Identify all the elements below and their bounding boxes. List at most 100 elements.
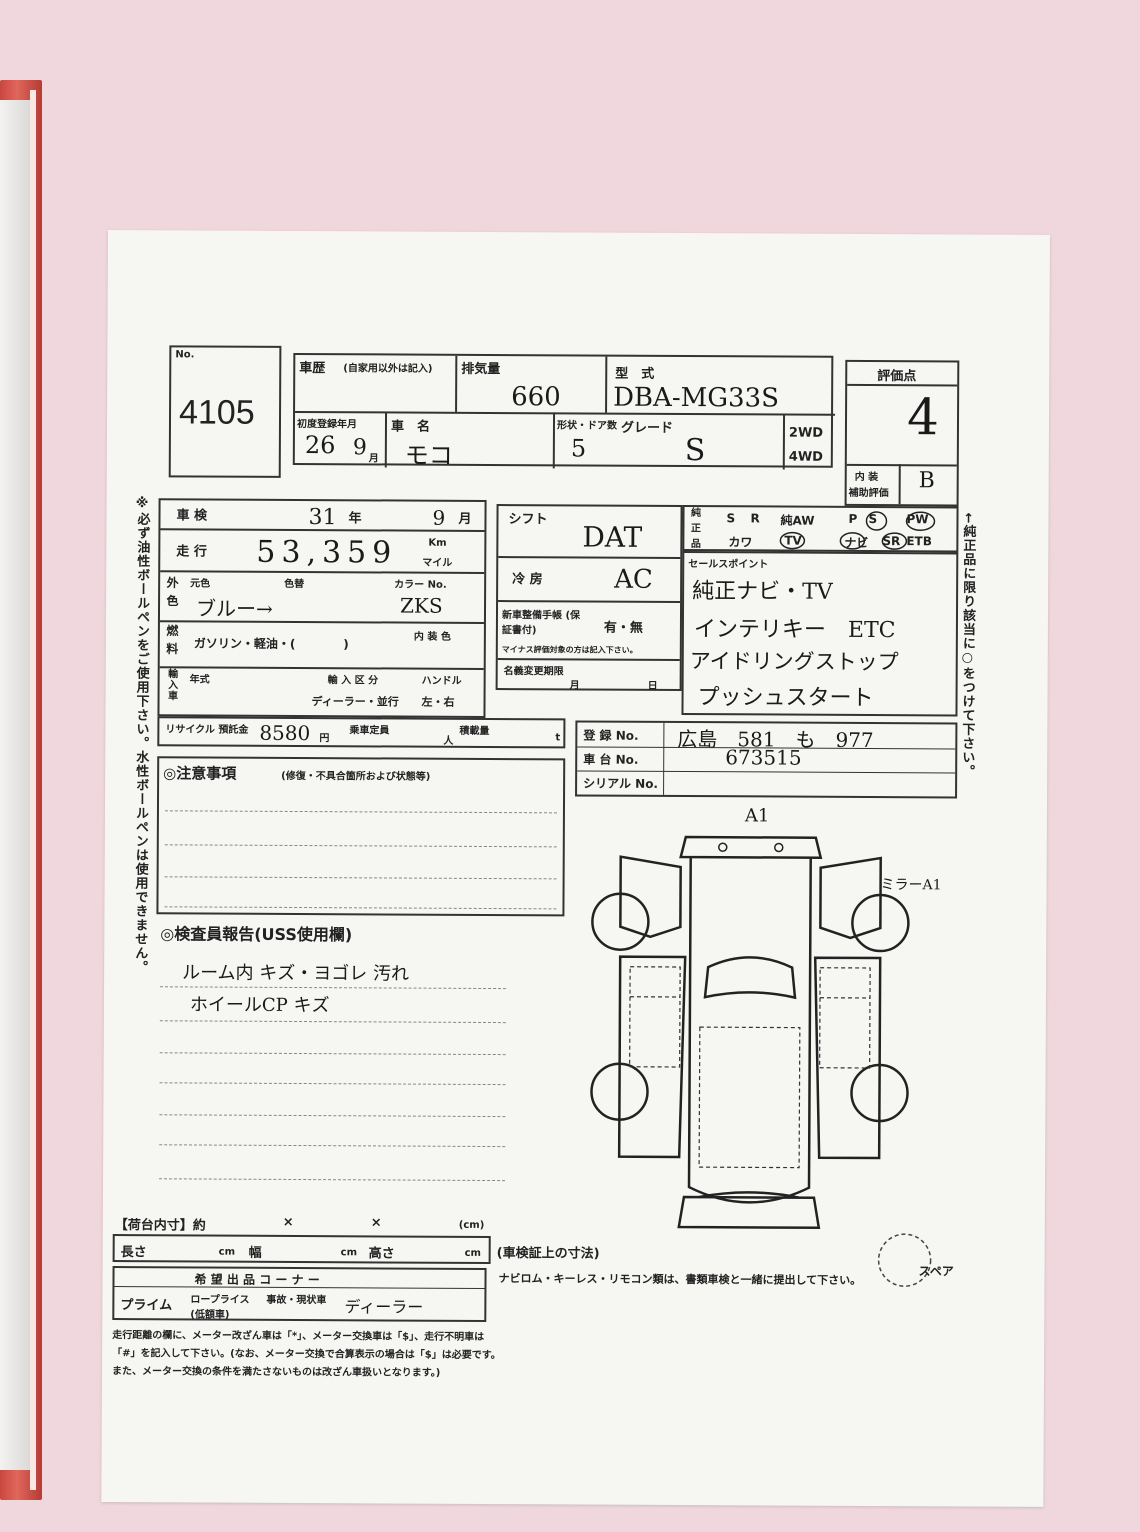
corner-accident: 事故・現状車 [266,1294,327,1307]
footer-line-2: 「#」を記入して下さい。(なお、メーター交換で合算表示の場合は「$」は必要です。 [112,1348,501,1362]
load-label: 積載量 [459,725,490,738]
mileage-unit-km: Km [428,537,447,549]
lot-no-label: No. [175,349,195,361]
first-reg-month-unit: 月 [368,453,379,465]
color-code-value: ZKS [399,593,443,618]
corner-prime: プライム [120,1298,173,1314]
corner-box: 希 望 出 品 コ ー ナ ー プライム ロープライス (低額車) 事故・現状車… [112,1266,487,1322]
grade-label: グレード [620,420,674,436]
cargo-dims-box: 長さ cm 幅 cm 高さ cm [112,1234,491,1265]
recycle-unit: 円 [319,733,330,745]
first-reg-label: 初度登録年月 [296,418,358,431]
name-change-label: 名義変更期限 [503,666,564,678]
interior-color-label: 内 装 色 [413,631,451,643]
shaken-month: 9 [432,505,446,530]
cargo-length-unit: cm [218,1246,236,1258]
ac-value: AC [614,564,653,595]
mileage-label: 走 行 [176,544,207,560]
orig-color-label: 元色 [190,578,211,590]
inspector-title: ◎検査員報告(USS使用欄) [160,924,353,945]
lot-number: 4105 [178,393,255,432]
shaken-month-unit: 月 [458,511,472,527]
diagram-front-label: A1 [744,805,770,827]
tone-label: 色替 [284,578,305,591]
cargo-cm: (cm) [458,1219,485,1231]
side-note-right: ←純正品に限り該当に○をつけて下さい。 [959,512,976,779]
sales-point-1: 純正ナビ・TV [692,579,833,605]
cargo-width: 幅 [248,1245,262,1261]
model-label: 型 式 [615,366,655,382]
top-header-box: 車歴 (自家用以外は記入) 排気量 660 型 式 DBA-MG33S 初度登録… [292,352,836,470]
reg-label: 登 録 No. [583,728,639,743]
model-value: DBA-MG33S [613,382,780,414]
car-name-label: 車 名 [390,419,431,435]
recycle-box: リサイクル 預託金 8580 円 乗車定員 人 積載量 t [157,716,566,749]
interior-sub: 補助評価 [848,487,889,500]
mileage-unit-mile: マイル [422,557,453,569]
auction-sheet: ※必ず油性ボールペンをご使用下さい。水性ボールペンは使用できません。 ←純正品に… [101,230,1050,1507]
fuel-options: ガソリン・軽油・( ) [193,636,349,652]
inspector-line-1: ルーム内 キズ・ヨゴレ 汚れ [182,962,410,985]
recycle-label: リサイクル 預託金 [165,724,249,736]
chassis-label: 車 台 No. [583,752,639,767]
shaken-year-unit: 年 [348,511,362,527]
recycle-value: 8580 [259,720,311,746]
shaken-year: 31 [308,505,337,531]
first-reg-month: 9 [352,435,367,461]
sales-points-box: セールスポイント 純正ナビ・TV インテリキー ETC アイドリングストップ プ… [681,551,959,717]
capacity-unit: 人 [443,735,454,747]
manual-note: マイナス評価対象の方は記入下さい。 [501,645,638,655]
history-note: (自家用以外は記入) [343,363,433,375]
side-note-left: ※必ず油性ボールペンをご使用下さい。水性ボールペンは使用できません。 [132,496,150,975]
score-value: 4 [906,388,939,447]
cargo-x1: × [282,1214,294,1230]
sales-points-label: セールスポイント [688,559,769,571]
notes-subtitle: (修復・不具合箇所および状態等) [281,770,431,783]
import-class-label: 輸 入 区 分 [327,675,379,687]
color-value: ブルー→ [195,596,273,621]
shift-label: シフト [508,512,548,528]
handle-options: 左・右 [421,695,455,709]
import-label: 輸入車 [165,668,177,702]
first-reg-year: 26 [304,431,336,460]
handle-label: ハンドル [421,675,462,687]
paper-edge [30,90,36,1490]
spare-label: スペア [918,1264,954,1279]
color-label: 外 色 [165,576,180,608]
car-name-value: モコ [404,441,453,470]
paper-stack [0,80,48,1500]
mileage-value: 53,359 [256,534,398,571]
import-year-label: 年式 [189,674,210,686]
score-label: 評価点 [877,369,917,385]
serial-label: シリアル No. [583,776,659,791]
footer-line-1: 走行距離の欄に、メーター改ざん車は「*」、メーター交換車は「$」、走行不明車は [112,1330,485,1343]
capacity-label: 乗車定員 [349,725,390,737]
fuel-label: 燃 料 [164,624,179,656]
manual-label: 新車整備手帳 (保証書付) [501,610,581,637]
cargo-title: 【荷台内寸】約 [114,1218,206,1234]
spare-tire-circle [877,1233,932,1287]
color-code-label: カラー No. [394,579,447,591]
car-diagram [590,835,910,1229]
cargo-x2: × [370,1215,382,1231]
shift-value: DAT [582,520,643,554]
corner-value: ディーラー [344,1297,424,1317]
notes-title: ◎注意事項 [163,764,237,783]
corner-low: ロープライス (低額車) [190,1294,250,1321]
name-change-month: 月 [569,680,580,692]
cargo-width-unit: cm [340,1247,358,1259]
genuine-circles [779,511,936,550]
nav-note: ナビロム・キーレス・リモコン類は、書類車検と一緒に提出して下さい。 [498,1272,862,1287]
drive-4wd: 4WD [788,449,824,465]
manual-options: 有・無 [603,620,643,636]
history-label: 車歴 [299,361,326,377]
notes-box: ◎注意事項 (修復・不具合箇所および状態等) [156,756,566,917]
cargo-height-unit: cm [464,1247,482,1259]
corner-title: 希 望 出 品 コ ー ナ ー [194,1272,320,1288]
displacement-value: 660 [511,382,561,413]
grade-value: S [684,433,706,469]
ac-label: 冷 房 [512,572,543,588]
sales-point-2: インテリキー ETC [693,617,896,644]
vehicle-details-box: 車 検 31 年 9 月 走 行 53,359 Km マイル 外 色 元色 色替… [157,498,487,718]
displacement-label: 排気量 [461,361,501,378]
